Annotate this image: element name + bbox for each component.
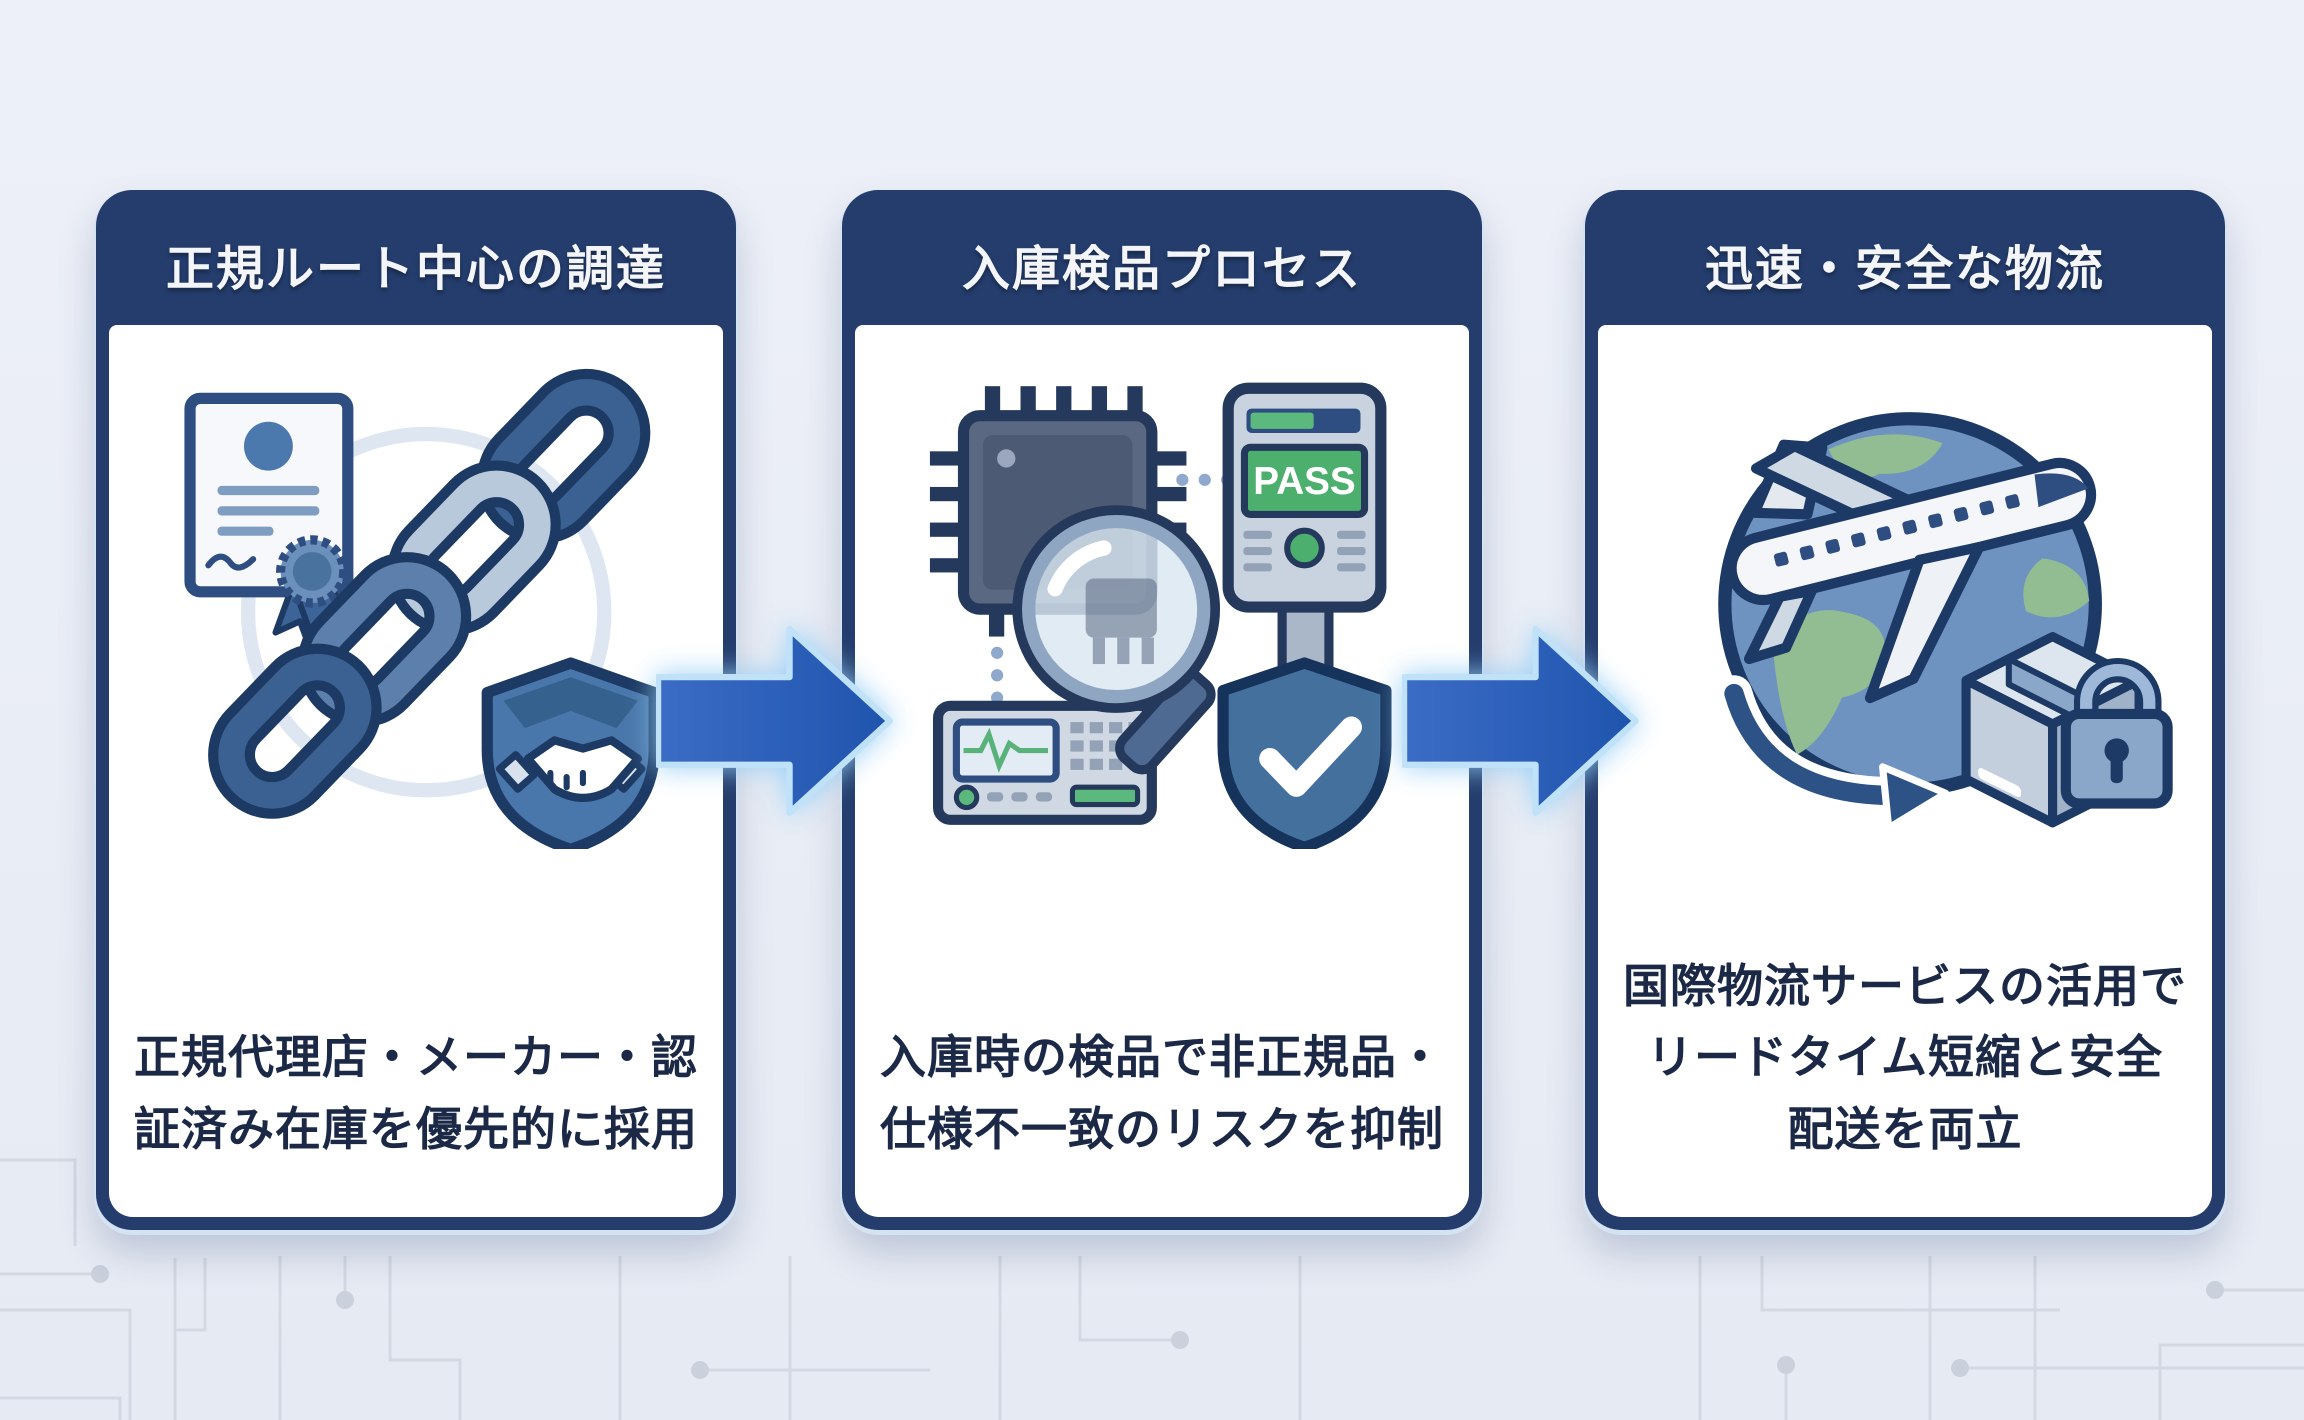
shield-check-icon xyxy=(1217,657,1392,849)
flow-arrow-right-icon xyxy=(1402,626,1639,816)
card-body: 正規代理店・メーカー・認 証済み在庫を優先的に採用 xyxy=(109,325,723,1217)
globe-airplane-package-lock-icon xyxy=(1715,412,2173,832)
step-card-logistics: 迅速・安全な物流 xyxy=(1585,190,2225,1230)
card-description: 正規代理店・メーカー・認 証済み在庫を優先的に採用 xyxy=(134,1031,698,1155)
pass-tester-icon: PASS xyxy=(1222,382,1387,736)
card-header: 入庫検品プロセス xyxy=(855,203,1469,325)
card-description: 国際物流サービスの活用で リードタイム短縮と安全 配送を両立 xyxy=(1623,960,2187,1155)
airplane-icon xyxy=(1726,439,2097,704)
orbit-arrow-icon xyxy=(1715,675,1950,832)
chip-icon xyxy=(929,386,1187,637)
card-body: PASS xyxy=(855,325,1469,1217)
card-header: 正規ルート中心の調達 xyxy=(109,203,723,325)
flow-arrow-right-icon xyxy=(656,626,893,816)
padlock-icon xyxy=(2060,657,2173,809)
chain-icon xyxy=(208,368,651,819)
chip-magnifier-pass-tester-shield-icon: PASS xyxy=(929,382,1392,849)
certificate-chain-shield-handshake-icon xyxy=(184,368,660,849)
card-body: 国際物流サービスの活用で リードタイム短縮と安全 配送を両立 xyxy=(1598,325,2212,1217)
shield-handshake-icon xyxy=(481,657,660,849)
pass-label: PASS xyxy=(1253,460,1355,503)
card-title: 正規ルート中心の調達 xyxy=(165,243,666,296)
oscilloscope-icon xyxy=(932,700,1157,825)
card-description: 入庫時の検品で非正規品・ 仕様不一致のリスクを抑制 xyxy=(880,1031,1444,1155)
step-card-procurement: 正規ルート中心の調達 xyxy=(96,190,736,1230)
magnifier-icon xyxy=(1012,505,1221,775)
card-title: 入庫検品プロセス xyxy=(961,243,1362,296)
card-header: 迅速・安全な物流 xyxy=(1598,203,2212,325)
step-card-inspection: 入庫検品プロセス xyxy=(842,190,1482,1230)
card-title: 迅速・安全な物流 xyxy=(1704,243,2105,296)
background-ring xyxy=(240,426,612,798)
certificate-icon xyxy=(184,392,354,649)
